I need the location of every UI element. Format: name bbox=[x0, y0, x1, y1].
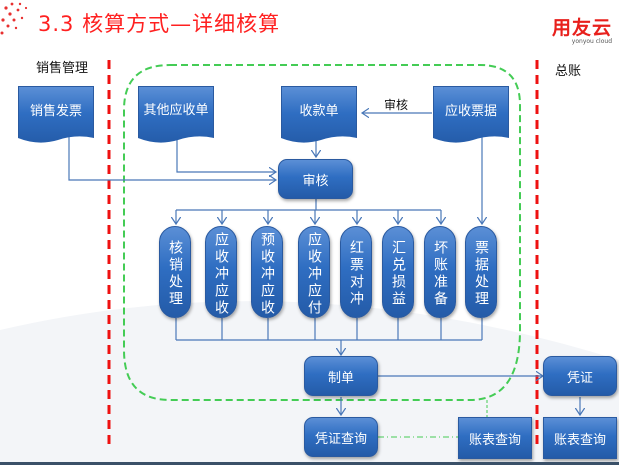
logo-subtext: yonyou cloud bbox=[571, 38, 613, 45]
bottom-bar bbox=[0, 462, 619, 465]
logo-dots-decoration bbox=[0, 2, 28, 35]
node-notes-receivable[interactable]: 应收票据 bbox=[433, 86, 509, 146]
section-label-gl: 总账 bbox=[555, 64, 582, 79]
page-title: 3.3 核算方式—详细核算 bbox=[38, 12, 281, 36]
ar-module-boundary bbox=[123, 64, 521, 401]
node-audit[interactable]: 审核 bbox=[278, 159, 353, 199]
node-gl-voucher[interactable]: 凭证 bbox=[543, 356, 617, 396]
process-ar-offset-ar[interactable]: 应收冲应收 bbox=[205, 226, 237, 318]
node-other-receivable[interactable]: 其他应收单 bbox=[138, 86, 214, 146]
node-voucher-query[interactable]: 凭证查询 bbox=[304, 417, 378, 457]
process-prepay-offset-ar[interactable]: 预收冲应收 bbox=[251, 226, 283, 318]
process-red-invoice-offset[interactable]: 红票对冲 bbox=[340, 226, 372, 318]
process-writeoff[interactable]: 核销处理 bbox=[159, 226, 191, 318]
process-ar-offset-ap[interactable]: 应收冲应付 bbox=[298, 226, 330, 318]
process-notes[interactable]: 票据处理 bbox=[465, 226, 497, 318]
logo-text: 用友云 bbox=[552, 17, 613, 39]
process-fx-gain-loss[interactable]: 汇兑损益 bbox=[382, 226, 414, 318]
node-make-voucher[interactable]: 制单 bbox=[304, 356, 378, 396]
node-report-query-gl[interactable]: 账表查询 bbox=[543, 417, 617, 459]
section-label-sales: 销售管理 bbox=[36, 61, 89, 76]
process-bad-debt[interactable]: 坏账准备 bbox=[424, 226, 456, 318]
edge-label-audit: 审核 bbox=[384, 98, 409, 112]
brand-logo: 用友云 yonyou cloud bbox=[552, 13, 612, 45]
node-report-query-ar[interactable]: 账表查询 bbox=[458, 417, 532, 459]
